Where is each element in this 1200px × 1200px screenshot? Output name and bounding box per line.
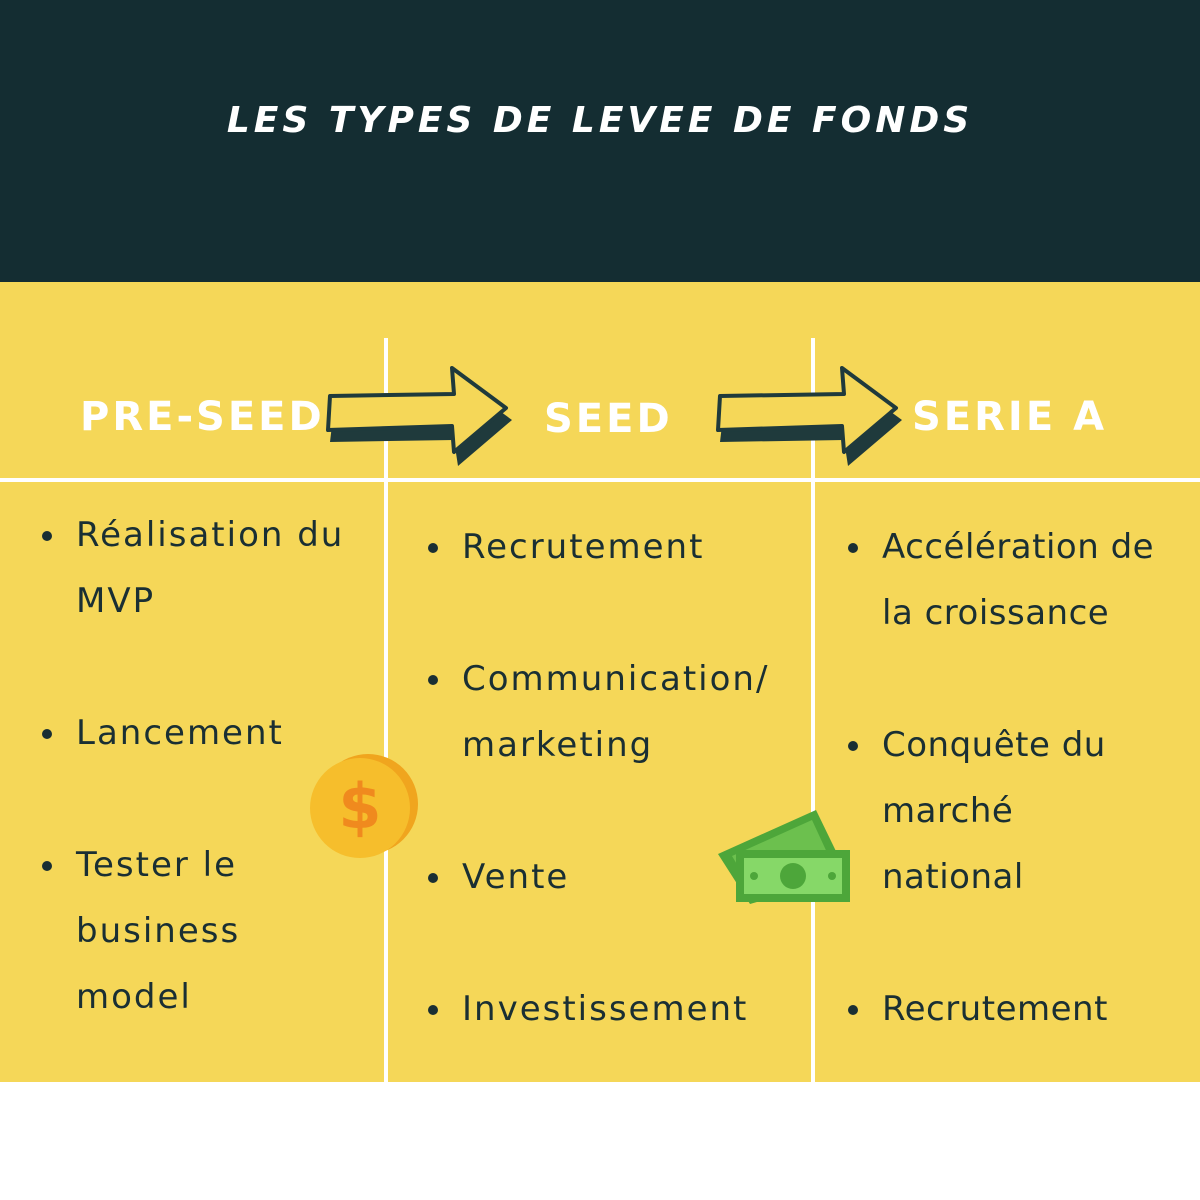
money-bill-icon [718, 810, 850, 904]
column-title-pre-seed: PRE-SEED [80, 394, 325, 440]
page-title: LES TYPES DE LEVEE DE FONDS [226, 100, 974, 141]
list-item: Communication/ marketing [428, 646, 792, 778]
header-band [0, 0, 1200, 282]
list-item: Lancement [42, 700, 346, 766]
header-divider [0, 478, 1200, 482]
column-divider [811, 338, 815, 1082]
list-item: Recrutement [428, 514, 792, 580]
list-item: Recrutement [848, 976, 1182, 1042]
dollar-coin-icon: $ [310, 754, 418, 858]
list-item: Tester le business model [42, 832, 306, 1030]
arrow-right-icon [326, 366, 512, 466]
list-item: Investissement [428, 976, 792, 1042]
arrow-right-icon [716, 366, 902, 466]
list-item: Conquête du marché national [848, 712, 1142, 910]
list-item: Accélération de la croissance [848, 514, 1182, 646]
column-title-seed: SEED [544, 396, 673, 442]
stages-panel [0, 282, 1200, 1082]
column-divider [384, 338, 388, 1082]
column-title-serie-a: SERIE A [912, 394, 1108, 440]
list-item: Réalisation du MVP [42, 502, 346, 634]
svg-text:$: $ [338, 770, 381, 843]
list-item: Vente [428, 844, 792, 910]
